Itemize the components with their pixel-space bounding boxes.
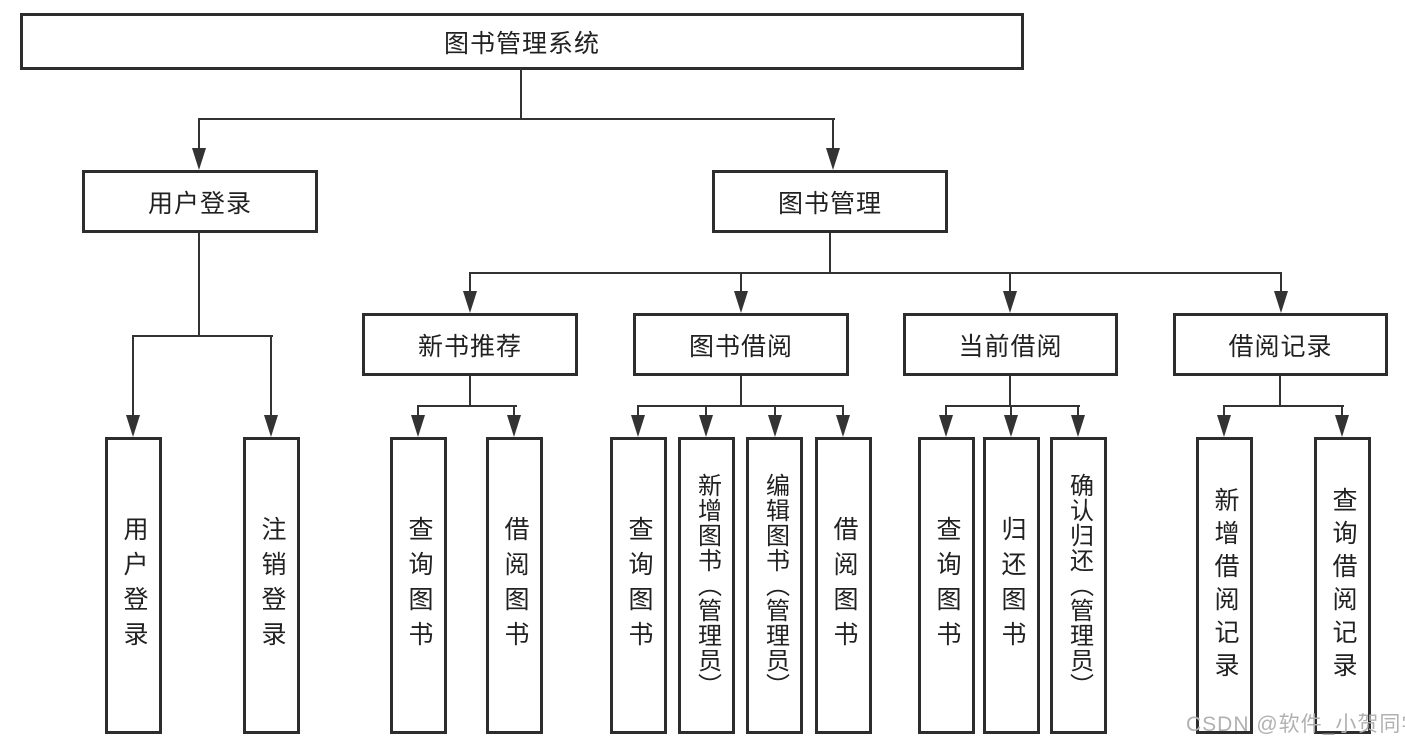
arrowhead-down-icon: [631, 415, 645, 437]
arrowhead-down-icon: [126, 415, 140, 437]
leaf-logout: 注销登录: [243, 437, 300, 734]
arrowhead-down-icon: [699, 415, 713, 437]
connector-line: [198, 118, 835, 120]
connector-line: [1341, 405, 1343, 418]
leaf-label: 查询图书: [625, 515, 653, 656]
arrowhead-down-icon: [1003, 291, 1017, 313]
connector-line: [774, 405, 776, 418]
node-book-borrowing: 图书借阅: [633, 313, 849, 376]
arrowhead-down-icon: [734, 291, 748, 313]
connector-line: [1223, 405, 1344, 407]
connector-line: [513, 405, 515, 418]
leaf-query-books-borrowing: 查询图书: [610, 437, 667, 734]
connector-line: [1280, 272, 1282, 294]
connector-line: [1279, 376, 1281, 407]
connector-line: [842, 405, 844, 418]
node-current-borrowing: 当前借阅: [903, 313, 1118, 376]
node-label: 用户登录: [147, 189, 252, 218]
connector-line: [1009, 376, 1011, 407]
leaf-label: 编辑图书（管理员）: [761, 473, 789, 698]
connector-line: [198, 118, 200, 151]
connector-line: [132, 335, 273, 337]
leaf-label: 新增借阅记录: [1211, 486, 1239, 685]
arrowhead-down-icon: [1004, 415, 1018, 437]
arrowhead-down-icon: [826, 148, 840, 170]
connector-line: [945, 405, 947, 418]
arrowhead-down-icon: [1274, 291, 1288, 313]
leaf-label: 新增图书（管理员）: [693, 473, 721, 698]
connector-line: [1223, 405, 1225, 418]
arrowhead-down-icon: [1071, 415, 1085, 437]
arrowhead-down-icon: [1217, 415, 1231, 437]
arrowhead-down-icon: [264, 415, 278, 437]
connector-line: [198, 233, 200, 337]
arrowhead-down-icon: [507, 415, 521, 437]
connector-line: [740, 376, 742, 407]
node-label: 新书推荐: [417, 332, 522, 361]
connector-line: [417, 405, 419, 418]
leaf-label: 归还图书: [998, 515, 1026, 656]
arrowhead-down-icon: [768, 415, 782, 437]
leaf-label: 查询图书: [933, 515, 961, 656]
connector-line: [945, 405, 1080, 407]
csdn-watermark: CSDN @软件_小贺同学: [1186, 713, 1405, 736]
connector-line: [637, 405, 639, 418]
leaf-edit-books-admin: 编辑图书（管理员）: [746, 437, 803, 734]
connector-line: [829, 233, 831, 274]
connector-line: [132, 335, 134, 418]
arrowhead-down-icon: [939, 415, 953, 437]
node-label: 当前借阅: [958, 332, 1063, 361]
leaf-borrow-books: 借阅图书: [815, 437, 872, 734]
connector-line: [469, 272, 1282, 274]
leaf-add-borrow-record: 新增借阅记录: [1196, 437, 1253, 734]
leaf-label: 借阅图书: [501, 515, 529, 656]
leaf-return-books: 归还图书: [983, 437, 1040, 734]
connector-line: [832, 118, 834, 151]
connector-line: [469, 272, 471, 294]
connector-line: [1010, 405, 1012, 418]
leaf-confirm-return-admin: 确认归还（管理员）: [1050, 437, 1107, 734]
node-book-management-system: 图书管理系统: [20, 13, 1024, 70]
connector-line: [1077, 405, 1079, 418]
node-new-book-recommendation: 新书推荐: [362, 313, 578, 376]
leaf-label: 用户登录: [120, 515, 148, 656]
node-borrowing-records: 借阅记录: [1173, 313, 1388, 376]
leaf-add-books-admin: 新增图书（管理员）: [678, 437, 735, 734]
leaf-query-books-recommend: 查询图书: [390, 437, 447, 734]
leaf-label: 确认归还（管理员）: [1065, 473, 1093, 698]
connector-line: [469, 376, 471, 407]
leaf-label: 查询图书: [405, 515, 433, 656]
leaf-label: 查询借阅记录: [1329, 486, 1357, 685]
arrowhead-down-icon: [836, 415, 850, 437]
connector-line: [417, 405, 517, 407]
arrowhead-down-icon: [411, 415, 425, 437]
connector-line: [637, 405, 844, 407]
node-label: 图书管理: [777, 189, 882, 218]
connector-line: [270, 335, 272, 418]
node-book-management: 图书管理: [712, 170, 948, 233]
leaf-label: 注销登录: [258, 515, 286, 656]
node-label: 借阅记录: [1228, 332, 1333, 361]
node-label: 图书管理系统: [443, 29, 600, 58]
arrowhead-down-icon: [1335, 415, 1349, 437]
connector-line: [1009, 272, 1011, 294]
leaf-query-books-current: 查询图书: [918, 437, 975, 734]
leaf-user-login: 用户登录: [105, 437, 162, 734]
connector-line: [520, 68, 522, 118]
connector-line: [705, 405, 707, 418]
leaf-query-borrow-record: 查询借阅记录: [1314, 437, 1371, 734]
arrowhead-down-icon: [192, 148, 206, 170]
node-user-login: 用户登录: [82, 170, 318, 233]
leaf-borrow-books-recommend: 借阅图书: [486, 437, 543, 734]
connector-line: [740, 272, 742, 294]
node-label: 图书借阅: [688, 332, 793, 361]
leaf-label: 借阅图书: [830, 515, 858, 656]
arrowhead-down-icon: [463, 291, 477, 313]
